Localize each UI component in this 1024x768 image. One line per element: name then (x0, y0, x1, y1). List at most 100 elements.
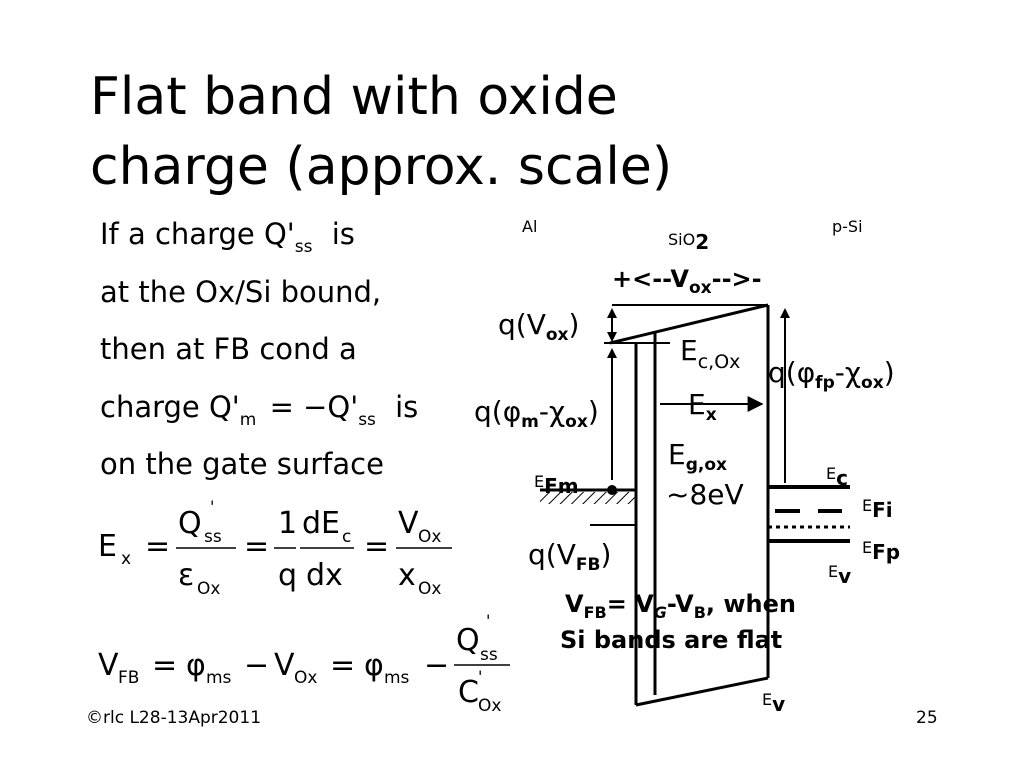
eg-sub: g,ox (685, 455, 727, 475)
vfb-def1-b: = V (606, 590, 654, 618)
q-phim-sub1: m (521, 412, 539, 432)
q-phifp-text: q(φ (768, 356, 816, 389)
arrowhead-down-icon (607, 332, 617, 342)
eq2-f-den-sup: ' (478, 667, 482, 686)
eq2-f-den-sub: Ox (478, 696, 501, 716)
eq2-f-num: Q (456, 623, 480, 658)
label-vox-arrow: +<--Vox-->- (612, 265, 762, 298)
slide-title: Flat band with oxide charge (approx. sca… (90, 62, 672, 202)
q-phifp-mid: -χ (834, 356, 862, 389)
arrowhead-up-icon (780, 308, 790, 318)
efi-sub: Fi (872, 498, 893, 522)
q-vox-sub: ox (545, 325, 569, 345)
equation-vfb: V FB = φ ms − V Ox = φ ms − Q ' ss C ' O… (98, 611, 510, 716)
q-phim-text: q(φ (474, 395, 522, 428)
para-line-3: then at FB cond a (100, 332, 357, 366)
vox-arrow-text: +<--V (612, 265, 689, 293)
ec-ox-text: E (680, 334, 698, 367)
para-text: is (331, 217, 355, 251)
q-vox-end: ) (568, 308, 580, 341)
q-vfb-end: ) (600, 538, 612, 571)
label-q-vfb: q(VFB) (528, 538, 612, 575)
label-vfb-definition-1: VFB= VG-VB, when (565, 590, 796, 622)
eq2-v: V (274, 648, 295, 683)
eq2-lhs: V (98, 648, 119, 683)
eq1-f2-den: q (278, 558, 297, 593)
ec-ox-sub: c,Ox (697, 351, 741, 373)
para-line-2: at the Ox/Si bound, (100, 275, 382, 309)
q-vfb-text: q(V (528, 538, 576, 571)
eq1-f3-num: dE (302, 506, 340, 541)
label-al: Al (522, 217, 538, 236)
equation-ex: E x = Q ' ss ε Ox = 1 q dE c dx = V Ox x… (98, 497, 452, 599)
label-efi: EFi (862, 492, 893, 522)
ev-text: E (828, 562, 839, 581)
para-text: charge Q' (100, 390, 240, 424)
vfb-def1-sub3: B (693, 603, 706, 622)
eq1-f4-num: V (398, 506, 419, 541)
ev-sub: v (838, 564, 852, 588)
arrowhead-up-icon (607, 348, 617, 358)
vox-arrow-sub: ox (688, 278, 712, 298)
eq2-f-num-sub: ss (480, 645, 498, 665)
label-q-phim: q(φm-χox) (474, 395, 599, 432)
eq1-eq1: = (145, 529, 170, 564)
eq1-lhs-sub: x (121, 549, 131, 569)
eq1-f4-den: x (398, 558, 416, 593)
label-ev-bottom: Ev (762, 686, 785, 716)
eq2-phi1: φ (186, 648, 206, 683)
ex-text: E (688, 388, 706, 421)
para-sub: ss (294, 237, 313, 257)
ev-bottom-text: E (762, 690, 773, 709)
footer-page-number: 25 (916, 708, 938, 728)
band-diagram (540, 303, 850, 707)
eq1-f4-num-sub: Ox (418, 527, 441, 547)
label-eg-val: ~8eV (666, 478, 744, 511)
oxide-ec-line (609, 303, 769, 345)
eq1-lhs: E (98, 529, 117, 564)
arrowhead-up-icon (607, 308, 617, 318)
para-text: is (395, 390, 419, 424)
q-phifp-sub2: ox (861, 373, 884, 393)
footer-copyright: ©rlc L28-13Apr2011 (86, 708, 262, 728)
vfb-def1-sub2: G (653, 603, 667, 622)
oxide-ev-line (635, 676, 769, 707)
para-text: = −Q' (269, 390, 359, 424)
efm-dot (607, 485, 617, 495)
eg-text: E (668, 438, 686, 471)
vfb-def1-text: V (565, 590, 584, 618)
eq1-eq2: = (244, 529, 269, 564)
eq1-f3-num-sub: c (342, 527, 351, 547)
para-line-5: on the gate surface (100, 447, 384, 481)
eq1-f1-num-sub: ss (204, 527, 222, 547)
eq1-f4-den-sub: Ox (418, 579, 441, 599)
eq2-minus2: − (424, 648, 449, 683)
label-sio2: SiO2 (668, 226, 709, 254)
q-vfb-sub: FB (575, 555, 601, 575)
vox-arrow-end: -->- (711, 265, 762, 293)
para-line-4: charge Q'm = −Q'ss is (100, 390, 419, 430)
q-phifp-end: ) (883, 356, 895, 389)
ex-sub: x (705, 405, 717, 425)
q-phim-end: ) (587, 395, 599, 428)
eq1-f1-den: ε (178, 558, 194, 593)
eq2-phi2: φ (364, 648, 384, 683)
vfb-def1-sub: FB (583, 603, 607, 622)
eq2-phi2-sub: ms (384, 668, 410, 688)
eq2-minus1: − (244, 648, 269, 683)
eq1-f2-num: 1 (278, 506, 297, 541)
vfb-def1-c: -V (666, 590, 694, 618)
label-sio2-sub: 2 (695, 230, 710, 254)
efi-text: E (862, 496, 873, 515)
q-phim-sub2: ox (565, 412, 588, 432)
ec-sub: c (836, 466, 848, 490)
label-vfb-definition-2: Si bands are flat (560, 626, 783, 654)
para-line-1: If a charge Q'ss is (100, 217, 355, 257)
label-efm: EFm (534, 468, 579, 498)
eq2-phi1-sub: ms (206, 668, 232, 688)
slide-title-line2: charge (approx. scale) (90, 137, 673, 197)
label-efp: EFp (862, 534, 900, 564)
label-ev: Ev (828, 558, 851, 588)
label-sio2-text: SiO (668, 230, 696, 249)
